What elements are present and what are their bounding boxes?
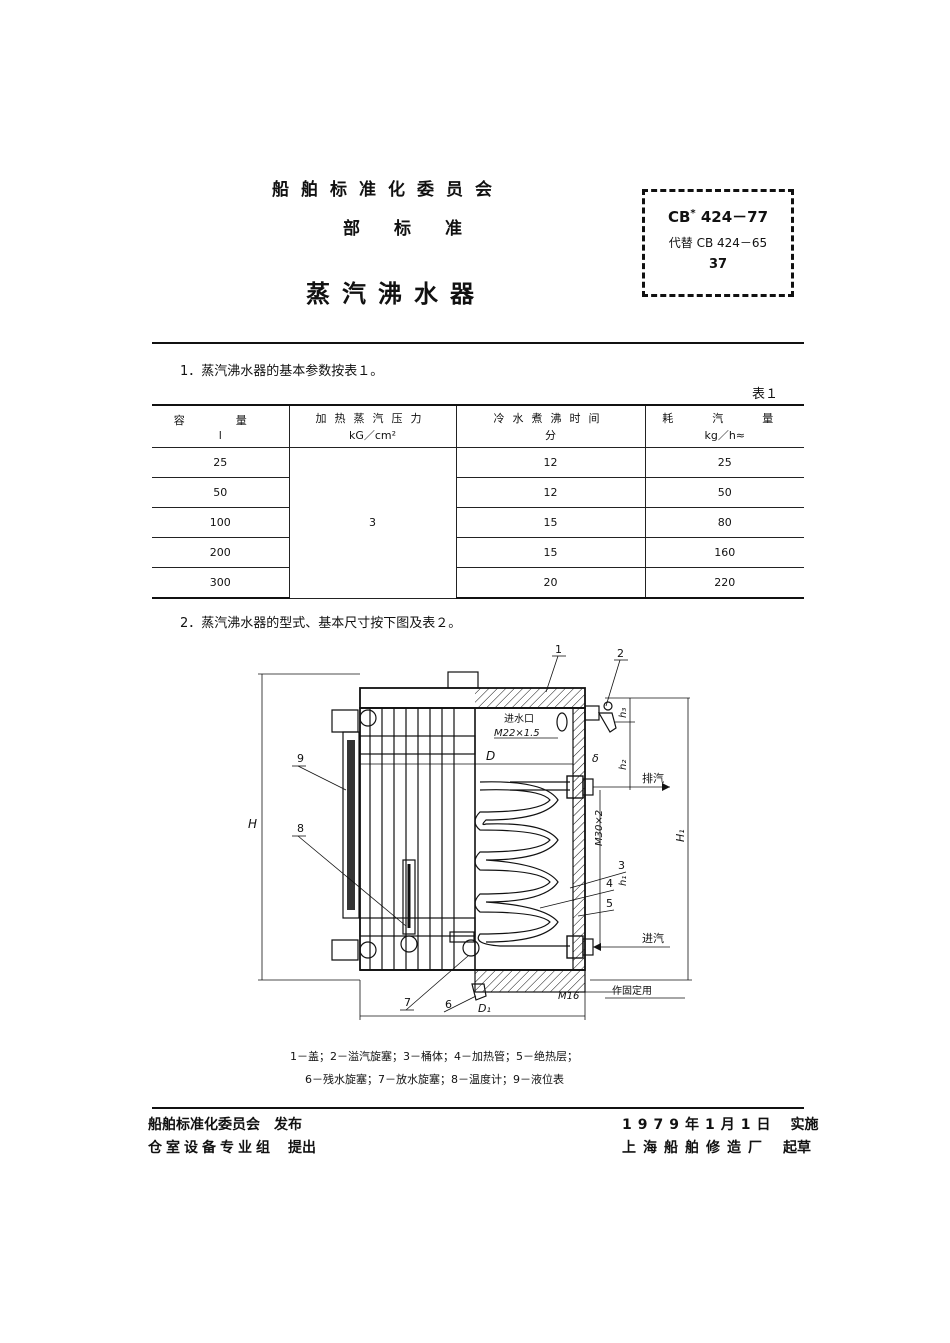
boiler-drawing: H 排汽 进汽 进水口 [248, 643, 692, 1020]
table-row: 300 20 220 [152, 567, 804, 599]
callout-2: 2 [617, 647, 624, 660]
committee-name: 船舶标准化委员会 [272, 180, 504, 200]
callout-3: 3 [618, 859, 625, 872]
standard-level: 部标准 [343, 219, 496, 239]
callout-7: 7 [404, 996, 411, 1009]
steam-in-label: 进汽 [642, 931, 664, 945]
tank-bottom [474, 969, 586, 993]
table-row: 100 15 80 [152, 507, 804, 538]
dim-h1-overall-label: H₁ [674, 829, 687, 842]
table1-label: 表１ [752, 387, 779, 402]
proposer: 仓室设备专业组 提出 [148, 1140, 316, 1156]
table-row: 25 3 12 25 [152, 447, 804, 599]
lid-knob [447, 671, 479, 689]
heating-coil [474, 781, 570, 947]
legend-line-2: 6－残水旋塞；7－放水旋塞；8－温度计；9－液位表 [305, 1073, 564, 1086]
code-number: 424－77 [700, 208, 769, 226]
publisher: 船舶标准化委员会 发布 [148, 1117, 302, 1133]
dim-d1-label: D₁ [478, 1002, 491, 1015]
callout-9: 9 [297, 752, 304, 765]
col-boil-time: 冷水煮沸时间分 [455, 404, 646, 448]
table-row: 50 12 50 [152, 477, 804, 508]
replaces-note: 代替 CB 424－65 [668, 236, 768, 250]
drain-valve [462, 939, 480, 957]
dim-h1-label: h₁ [618, 876, 629, 886]
thermometer [400, 859, 418, 953]
section2-text: 2．蒸汽沸水器的型式、基本尺寸按下图及表２。 [180, 616, 462, 631]
callout-6: 6 [445, 998, 452, 1011]
pressure-cell: 3 [288, 447, 457, 599]
overflow-valve [584, 701, 617, 733]
code-star: * [690, 208, 696, 219]
callout-5: 5 [606, 897, 613, 910]
code-main: CB [667, 208, 691, 226]
effective-date: 1979年1月1日 实施 [622, 1117, 819, 1133]
legend-line-1: 1－盖；2－溢汽旋塞；3－桶体；4－加热管；5－绝热层； [290, 1050, 578, 1063]
standard-code: CB* 424－77 [645, 206, 791, 227]
dim-delta-label: δ [592, 752, 599, 765]
document-title: 蒸汽沸水器 [306, 280, 486, 308]
inlet-label: 进水口 [504, 713, 534, 725]
dim-h3-label: h₃ [618, 708, 629, 718]
footer-rule [152, 1107, 804, 1109]
header-rule [152, 342, 804, 344]
dim-d-label: D [486, 749, 495, 763]
inlet-thread: M22×1.5 [494, 728, 540, 739]
callout-1: 1 [555, 643, 562, 656]
dim-h-label: H [248, 817, 257, 831]
callout-4: 4 [606, 877, 613, 890]
steam-out-label: 排汽 [642, 771, 664, 785]
dim-h2-label: h₂ [618, 760, 629, 770]
level-gauge [331, 709, 377, 961]
thread-steam: M30×2 [594, 810, 605, 846]
table-row: 200 15 160 [152, 537, 804, 568]
standard-code-box: CB* 424－77 代替 CB 424－65 37 [642, 189, 794, 297]
section1-text: 1．蒸汽沸水器的基本参数按表１。 [180, 364, 384, 379]
bolt-thread: M16 [558, 991, 579, 1002]
residual-valve [471, 983, 487, 1001]
fixing-note: 作固定用 [612, 984, 652, 997]
callout-8: 8 [297, 822, 304, 835]
drafter: 上海船舶修造厂 起草 [622, 1140, 811, 1156]
sheet-number: 37 [708, 257, 728, 272]
